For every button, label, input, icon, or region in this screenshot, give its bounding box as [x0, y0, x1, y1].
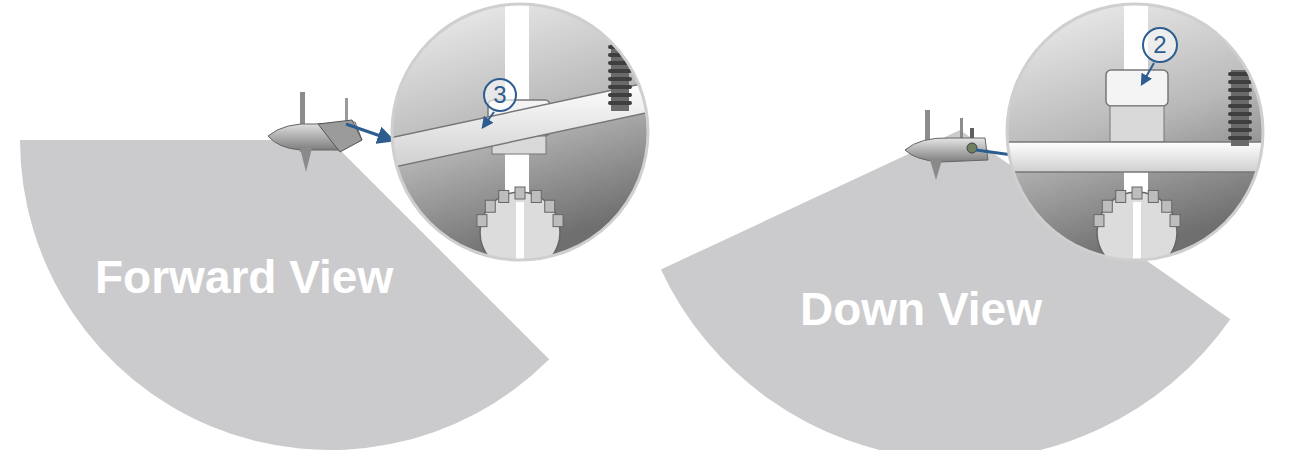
beam-wedge-fill: [20, 140, 549, 450]
view-label: Down View: [800, 284, 1042, 335]
zoom-circle: [392, 4, 648, 260]
callout-number: 3: [493, 83, 506, 107]
callout-markers: [483, 28, 1177, 127]
forward-zoom-detail: [390, 0, 650, 272]
view-label: Forward View: [95, 252, 393, 303]
beam-wedge-fill: [661, 130, 1230, 450]
callout-number: 2: [1153, 33, 1166, 57]
zoom-circle: [1007, 4, 1263, 260]
